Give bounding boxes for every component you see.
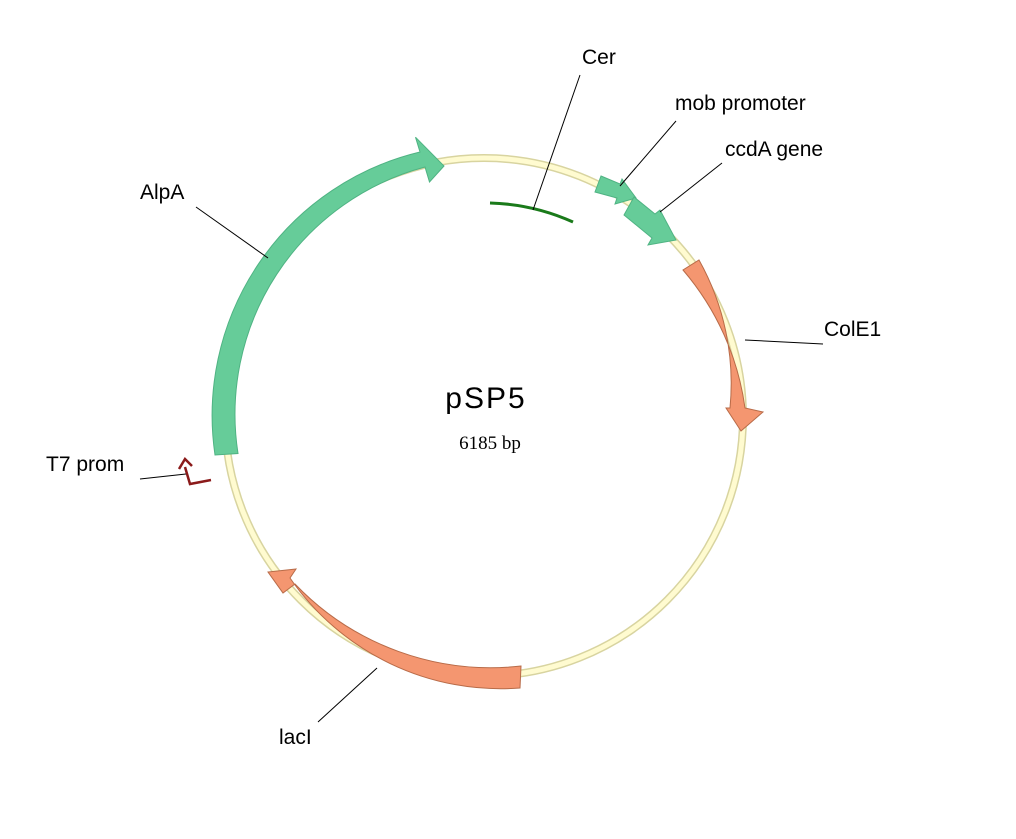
mob-promoter-arrow[interactable] xyxy=(594,175,637,205)
t7-prom-symbol[interactable] xyxy=(177,456,212,486)
cole1-arrow[interactable] xyxy=(682,259,765,432)
laci-arrow[interactable] xyxy=(267,568,522,690)
t7-prom-leader xyxy=(139,473,187,480)
mob-promoter-leader xyxy=(619,120,677,187)
laci-leader xyxy=(317,667,378,723)
laci-label: lacI xyxy=(279,726,312,749)
alpa-label: AlpA xyxy=(140,181,184,204)
ccda-gene-leader xyxy=(659,162,723,213)
plasmid-name: pSP5 xyxy=(445,382,526,415)
cer-arc[interactable] xyxy=(489,201,574,224)
cer-leader xyxy=(532,74,581,211)
alpa-leader xyxy=(195,206,269,259)
ccda-gene-label: ccdA gene xyxy=(725,138,823,161)
t7-prom-label: T7 prom xyxy=(46,453,124,476)
plasmid-size: 6185 bp xyxy=(459,433,521,454)
ccda-gene-arrow[interactable] xyxy=(623,196,677,246)
cole1-label: ColE1 xyxy=(824,318,881,341)
alpa-arrow[interactable] xyxy=(211,136,445,456)
cole1-leader xyxy=(744,339,824,345)
mob-promoter-label: mob promoter xyxy=(675,92,806,115)
cer-label: Cer xyxy=(582,46,616,69)
